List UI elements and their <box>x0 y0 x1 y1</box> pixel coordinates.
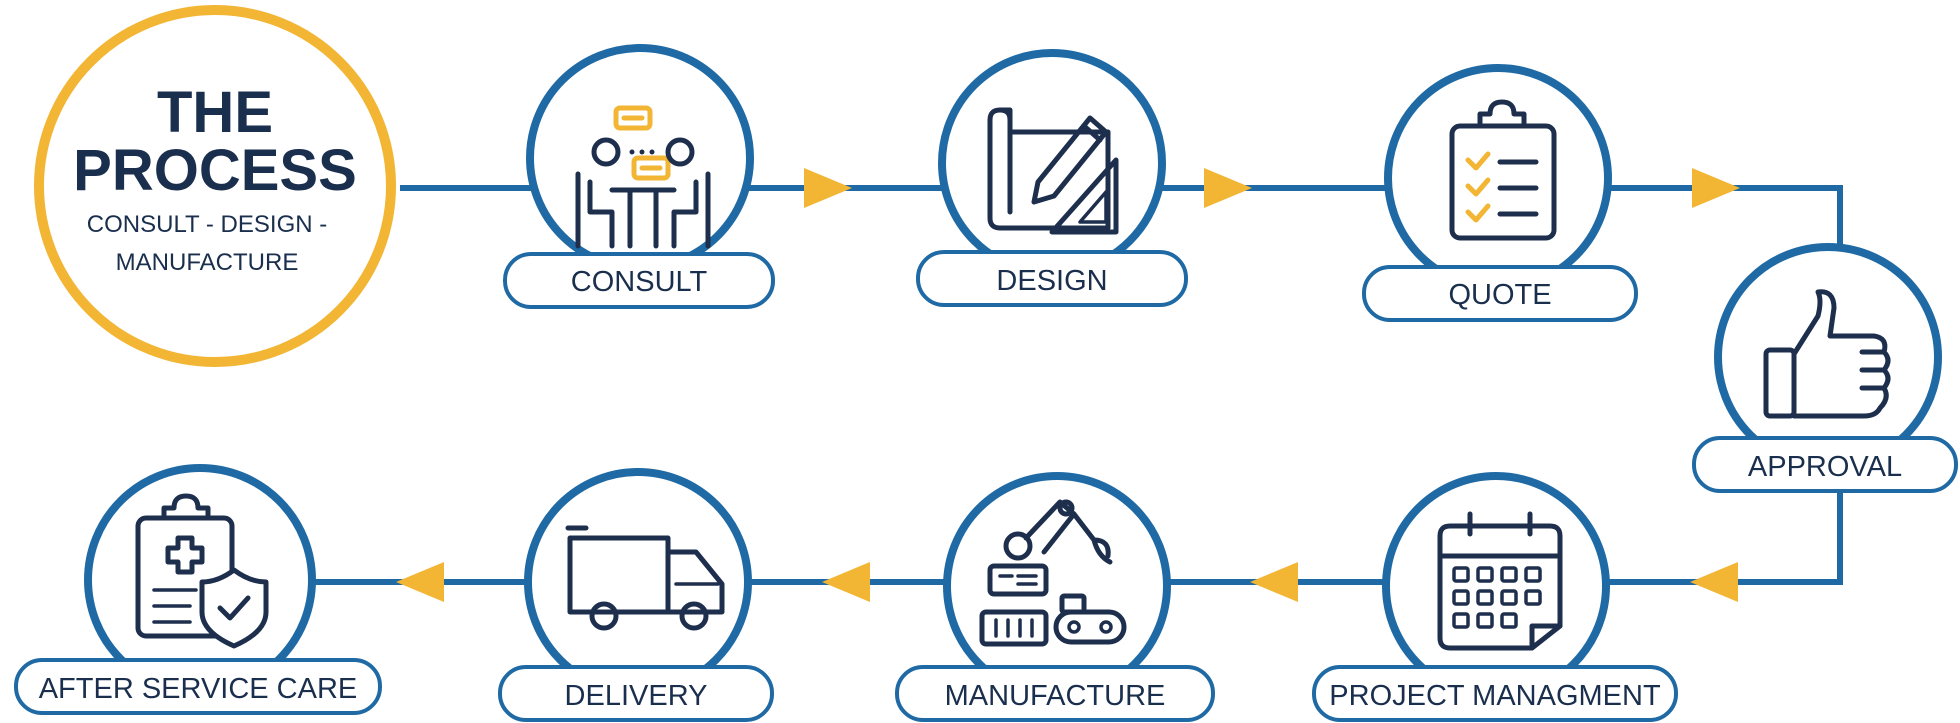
step-design: DESIGN <box>916 49 1188 307</box>
step-design-pill <box>916 250 1188 307</box>
step-approval-pill <box>1692 436 1958 493</box>
step-project-managment-pill <box>1312 665 1678 722</box>
step-after-service-care-label: AFTER SERVICE CARE <box>39 673 358 705</box>
flow-arrows <box>396 168 1740 602</box>
step-manufacture: MANUFACTURE <box>895 472 1215 722</box>
step-project-managment-label: PROJECT MANAGMENT <box>1329 680 1661 712</box>
step-consult-pill <box>503 252 775 309</box>
arrow-right-1 <box>804 168 852 208</box>
step-quote-pill <box>1362 265 1638 322</box>
step-design-label: DESIGN <box>996 265 1107 297</box>
step-consult-label: CONSULT <box>571 266 708 298</box>
meeting-icon <box>575 105 711 249</box>
step-manufacture-label: MANUFACTURE <box>945 680 1166 712</box>
step-quote: QUOTE <box>1362 64 1638 322</box>
step-delivery-pill <box>498 665 774 722</box>
step-quote-label: QUOTE <box>1448 279 1551 311</box>
arrow-left-4 <box>396 562 444 602</box>
title-line-1: THE <box>157 80 273 145</box>
medical-clipboard-shield-icon <box>135 493 269 649</box>
arrow-left-1 <box>1690 562 1738 602</box>
subtitle-line-2: MANUFACTURE <box>116 249 299 276</box>
step-manufacture-pill <box>895 665 1215 722</box>
step-delivery: DELIVERY <box>498 468 774 722</box>
clipboard-checklist-icon <box>1449 99 1557 241</box>
step-consult: CONSULT <box>503 44 775 309</box>
step-delivery-label: DELIVERY <box>565 680 708 712</box>
step-project-managment: PROJECT MANAGMENT <box>1312 472 1678 722</box>
arrow-right-2 <box>1204 168 1252 208</box>
truck-icon <box>565 525 725 631</box>
thumbs-up-icon <box>1763 289 1891 419</box>
subtitle-line-1: CONSULT - DESIGN - <box>87 211 327 238</box>
title-line-2: PROCESS <box>73 138 357 203</box>
title-badge: THE PROCESS CONSULT - DESIGN - MANUFACTU… <box>34 5 396 367</box>
arrow-left-3 <box>822 562 870 602</box>
arrow-right-3 <box>1692 168 1740 208</box>
blueprint-icon <box>987 107 1119 235</box>
step-approval-label: APPROVAL <box>1748 451 1902 483</box>
step-after-service-care: AFTER SERVICE CARE <box>14 464 382 715</box>
calendar-icon <box>1437 511 1563 651</box>
step-after-service-care-pill <box>14 658 382 715</box>
step-approval: APPROVAL <box>1692 243 1958 493</box>
robot-arm-icon <box>979 499 1127 647</box>
arrow-left-2 <box>1250 562 1298 602</box>
